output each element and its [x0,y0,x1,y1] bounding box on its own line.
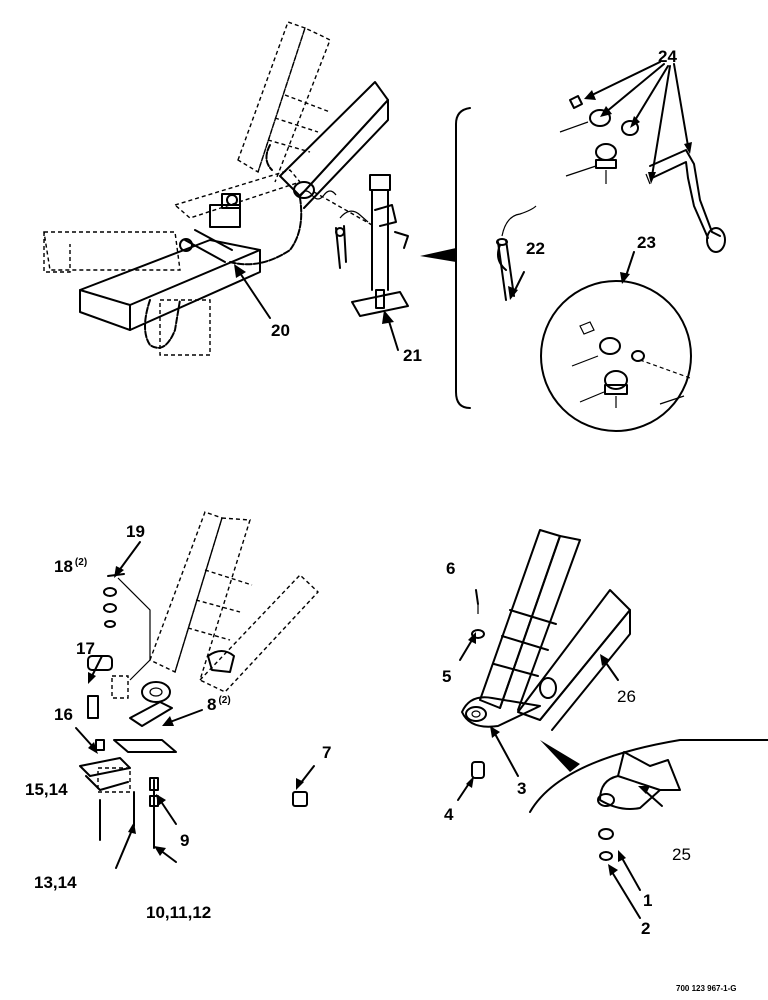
callout-8: 8(2) [207,695,231,714]
callout-20: 20 [271,321,290,340]
callout-26: 26 [617,687,636,706]
callout-13-14: 13,14 [34,873,77,892]
callout-18-number: 18 [54,557,73,576]
callout-16: 16 [54,705,73,724]
callout-23: 23 [637,233,656,252]
callout-6: 6 [446,559,456,578]
callout-9: 9 [180,831,190,850]
callout-2: 2 [641,919,651,938]
gear-detail-circle [540,280,692,432]
callout-7: 7 [322,743,332,762]
callout-1: 1 [643,891,653,910]
callout-8-number: 8 [207,695,217,714]
callout-18-qty: (2) [74,557,88,568]
bushing [292,791,308,807]
callout-8-qty: (2) [218,695,231,706]
callout-19: 19 [126,522,145,541]
gear-crank-assembly [559,95,726,253]
safety-chain [144,144,373,349]
callout-15-14: 15,14 [25,780,68,799]
hitch-point-frame [461,529,631,779]
callout-25: 25 [672,845,691,864]
callout-18: 18(2) [54,557,88,576]
detail-arc-and-part [529,739,768,861]
callout-5: 5 [442,667,452,686]
callout-17: 17 [76,639,95,658]
callout-22: 22 [526,239,545,258]
lynch-pin [496,205,537,301]
callout-4: 4 [444,805,454,824]
part-code: 700 123 967-1-G [676,984,737,993]
hitch-frame-top [43,21,389,356]
jack-stand [335,174,409,317]
callout-21: 21 [403,346,422,365]
jack-mount-hardware [79,573,177,849]
jack-mount-frame [111,511,319,703]
callout-10-11-12: 10,11,12 [146,903,212,922]
callout-3: 3 [517,779,527,798]
callout-24: 24 [658,47,677,66]
